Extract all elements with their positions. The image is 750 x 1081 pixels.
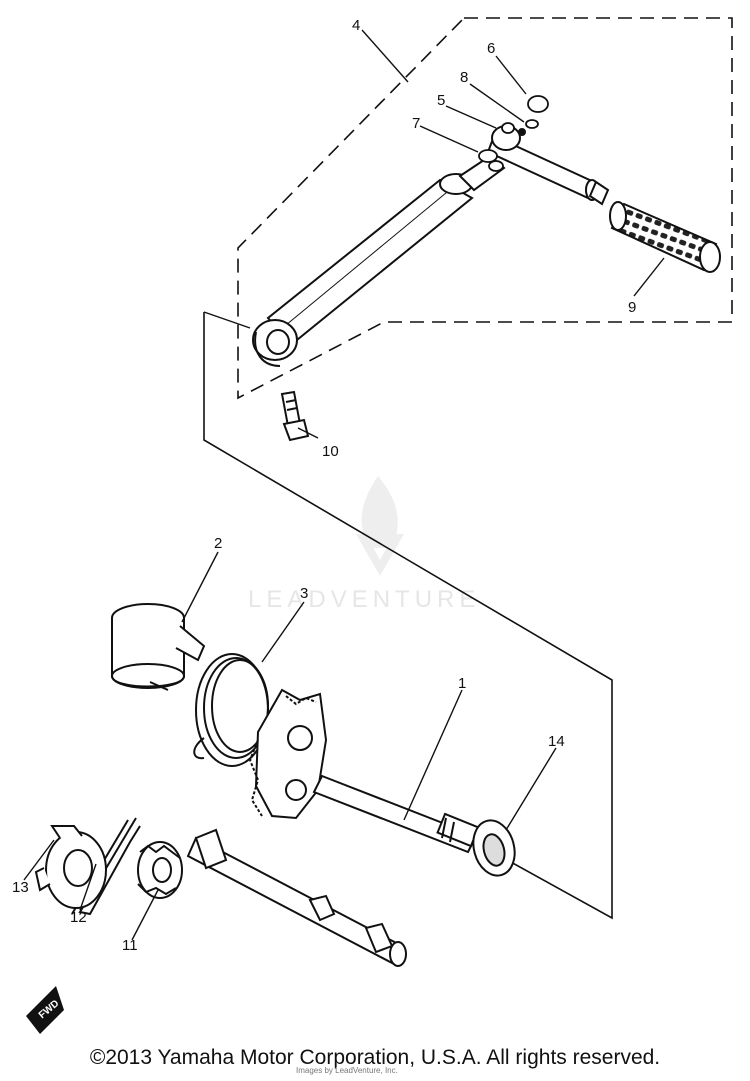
kick-pinion xyxy=(137,841,183,899)
leader-1 xyxy=(403,689,463,821)
image-credit: Images by LeadVenture, Inc. xyxy=(296,1066,398,1075)
fwd-arrow-badge: FWD xyxy=(26,986,64,1034)
assembly-dashed-outline xyxy=(237,17,733,400)
part-number-8: 8 xyxy=(460,69,468,86)
part-number-2: 2 xyxy=(214,535,222,552)
copyright-notice: ©2013 Yamaha Motor Corporation, U.S.A. A… xyxy=(89,1046,661,1069)
kick-axle xyxy=(312,774,480,854)
leader-12 xyxy=(79,863,97,911)
kick-gear-plate xyxy=(248,688,328,820)
callouts xyxy=(23,29,665,941)
kick-lever xyxy=(486,125,610,206)
part-number-7: 7 xyxy=(412,115,420,132)
leader-4 xyxy=(361,29,409,83)
part-number-13: 13 xyxy=(12,879,29,896)
part-number-14: 14 xyxy=(548,733,565,750)
leader-13 xyxy=(23,839,55,881)
kick-bushing xyxy=(111,603,206,691)
part-number-11: 11 xyxy=(122,937,138,954)
leader-3 xyxy=(261,601,305,663)
part-number-labels: 4 6 8 5 7 9 10 2 3 1 14 13 12 11 xyxy=(12,17,636,954)
leader-5 xyxy=(445,105,497,129)
leader-8 xyxy=(469,83,525,123)
output-shaft xyxy=(186,828,407,967)
part-number-4: 4 xyxy=(352,17,360,34)
part-number-10: 10 xyxy=(322,443,339,460)
watermark-logo xyxy=(356,476,404,576)
leader-6 xyxy=(495,55,527,95)
assembly-solid-outline xyxy=(203,312,613,920)
leader-10 xyxy=(297,427,319,439)
part-number-6: 6 xyxy=(487,40,495,57)
watermark-text: LEADVENTURE xyxy=(248,586,481,613)
part-number-3: 3 xyxy=(300,585,308,602)
small-fasteners xyxy=(478,95,549,172)
part-number-12: 12 xyxy=(70,909,87,926)
part-number-5: 5 xyxy=(437,92,445,109)
leader-7 xyxy=(419,125,479,153)
part-number-9: 9 xyxy=(628,299,636,316)
part-number-1: 1 xyxy=(458,675,466,692)
outline-segment xyxy=(203,311,251,329)
leader-11 xyxy=(131,889,159,941)
friction-clip xyxy=(34,825,107,909)
kick-grip xyxy=(609,201,721,273)
axle-seal xyxy=(472,819,516,877)
kick-arm xyxy=(252,154,506,367)
torsion-spring xyxy=(193,653,269,767)
pinch-bolt xyxy=(280,390,310,442)
leader-14 xyxy=(505,747,557,831)
leader-9 xyxy=(633,257,665,297)
leader-2 xyxy=(181,551,219,623)
